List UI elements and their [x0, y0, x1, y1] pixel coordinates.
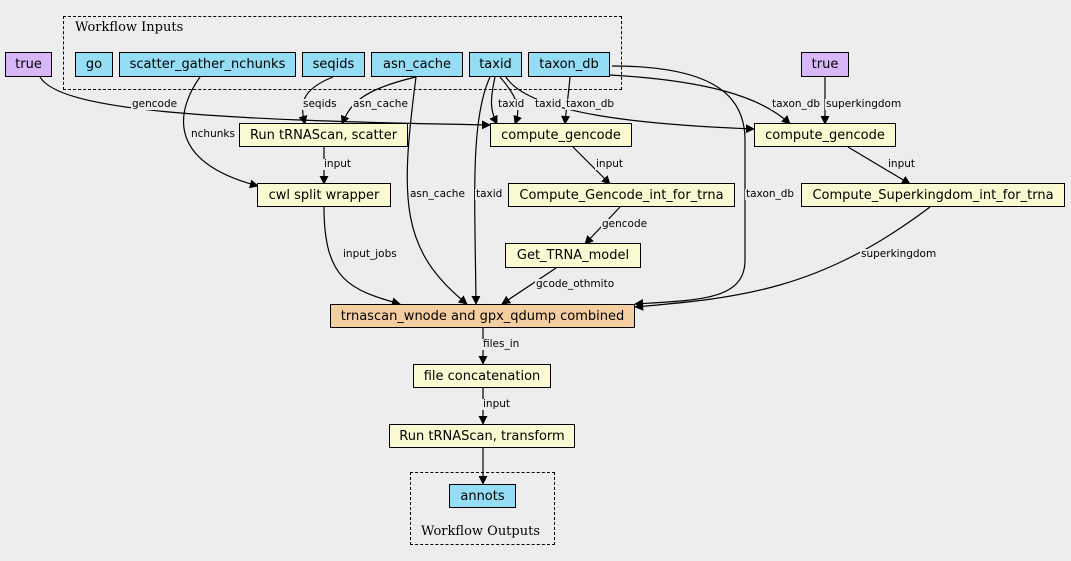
step-node-file-concatenation[interactable]: file concatenation: [413, 364, 551, 388]
step-node-compute-gencode-1[interactable]: compute_gencode: [490, 123, 632, 147]
step-node-compute-gencode-2[interactable]: compute_gencode: [754, 123, 896, 147]
step-node-run-trnascan-scatter[interactable]: Run tRNAScan, scatter: [239, 123, 408, 147]
edge-label-asn-cache-mid: asn_cache: [409, 188, 466, 200]
step-node-compute-superkingdom-int[interactable]: Compute_Superkingdom_int_for_trna: [801, 183, 1065, 207]
step-node-cwl-split-wrapper[interactable]: cwl split wrapper: [257, 183, 391, 207]
edge-label-input-a: input: [323, 158, 353, 170]
edge-asn-cache-to-combined: [406, 76, 468, 305]
edge-label-taxid-a: taxid: [497, 98, 526, 110]
edge-label-superkingdom-top: superkingdom: [825, 98, 903, 110]
edge-label-taxid-mid: taxid: [475, 188, 504, 200]
edge-label-input-c: input: [887, 158, 917, 170]
edge-superkingdom-int-to-combined: [634, 206, 931, 311]
edge-label-input-jobs: input_jobs: [342, 248, 398, 260]
input-node-seqids[interactable]: seqids: [302, 52, 365, 77]
edge-compute-gencode-2-to-superkingdom-int: [847, 146, 911, 185]
workflow-outputs-title: Workflow Outputs: [421, 524, 540, 539]
input-node-asn-cache[interactable]: asn_cache: [371, 52, 463, 77]
edge-taxon-db-to-combined: [611, 65, 746, 308]
edge-label-taxon-db-mid: taxon_db: [745, 188, 796, 200]
input-node-taxon-db[interactable]: taxon_db: [528, 52, 610, 77]
edge-label-gcode-othmito: gcode_othmito: [535, 278, 616, 290]
edge-label-taxid-b: taxid: [534, 98, 563, 110]
edge-taxon-db-to-compute-gencode-2: [609, 74, 791, 125]
output-node-annots[interactable]: annots: [449, 484, 516, 508]
edge-taxid-to-combined: [471, 76, 491, 305]
edge-label-taxon-db-a: taxon_db: [565, 98, 616, 110]
input-node-taxid[interactable]: taxid: [469, 52, 522, 77]
edge-label-asn-cache-top: asn_cache: [352, 98, 409, 110]
edge-true-to-compute-gencode: [39, 76, 491, 130]
edge-label-seqids: seqids: [302, 98, 338, 110]
edge-label-gencode-top: gencode: [131, 98, 179, 110]
step-node-run-trnascan-transform[interactable]: Run tRNAScan, transform: [389, 424, 575, 448]
workflow-outputs-cluster: [410, 472, 555, 545]
step-node-trnascan-combined[interactable]: trnascan_wnode and gpx_qdump combined: [330, 304, 635, 328]
workflow-inputs-title: Workflow Inputs: [75, 20, 184, 35]
param-node-true-left[interactable]: true: [5, 52, 52, 77]
workflow-inputs-cluster: [63, 16, 622, 90]
edge-compute-gencode-to-int: [572, 146, 611, 185]
step-node-compute-gencode-int[interactable]: Compute_Gencode_int_for_trna: [508, 183, 735, 207]
edge-label-taxon-db-b: taxon_db: [771, 98, 822, 110]
input-node-go[interactable]: go: [75, 52, 113, 77]
edge-label-input-b: input: [595, 158, 625, 170]
input-node-scatter-gather-nchunks[interactable]: scatter_gather_nchunks: [119, 52, 296, 77]
edge-label-input-d: input: [482, 398, 512, 410]
edge-label-gencode-mid: gencode: [601, 218, 649, 230]
param-node-true-right[interactable]: true: [801, 52, 849, 77]
edge-label-nchunks: nchunks: [190, 128, 236, 140]
edge-taxid-to-compute-gencode-a: [489, 76, 498, 125]
step-node-get-trna-model[interactable]: Get_TRNA_model: [505, 243, 641, 268]
edge-label-files-in: files_in: [482, 338, 521, 350]
edge-trna-model-to-combined: [501, 267, 557, 305]
edge-asn-cache-to-scatter: [340, 76, 417, 125]
edge-split-to-combined: [323, 206, 401, 307]
edge-taxid-to-compute-gencode-2: [505, 76, 755, 134]
edge-label-superkingdom-mid: superkingdom: [860, 248, 938, 260]
edge-nchunks-to-split: [182, 76, 259, 189]
edge-seqids-to-scatter: [298, 76, 334, 125]
